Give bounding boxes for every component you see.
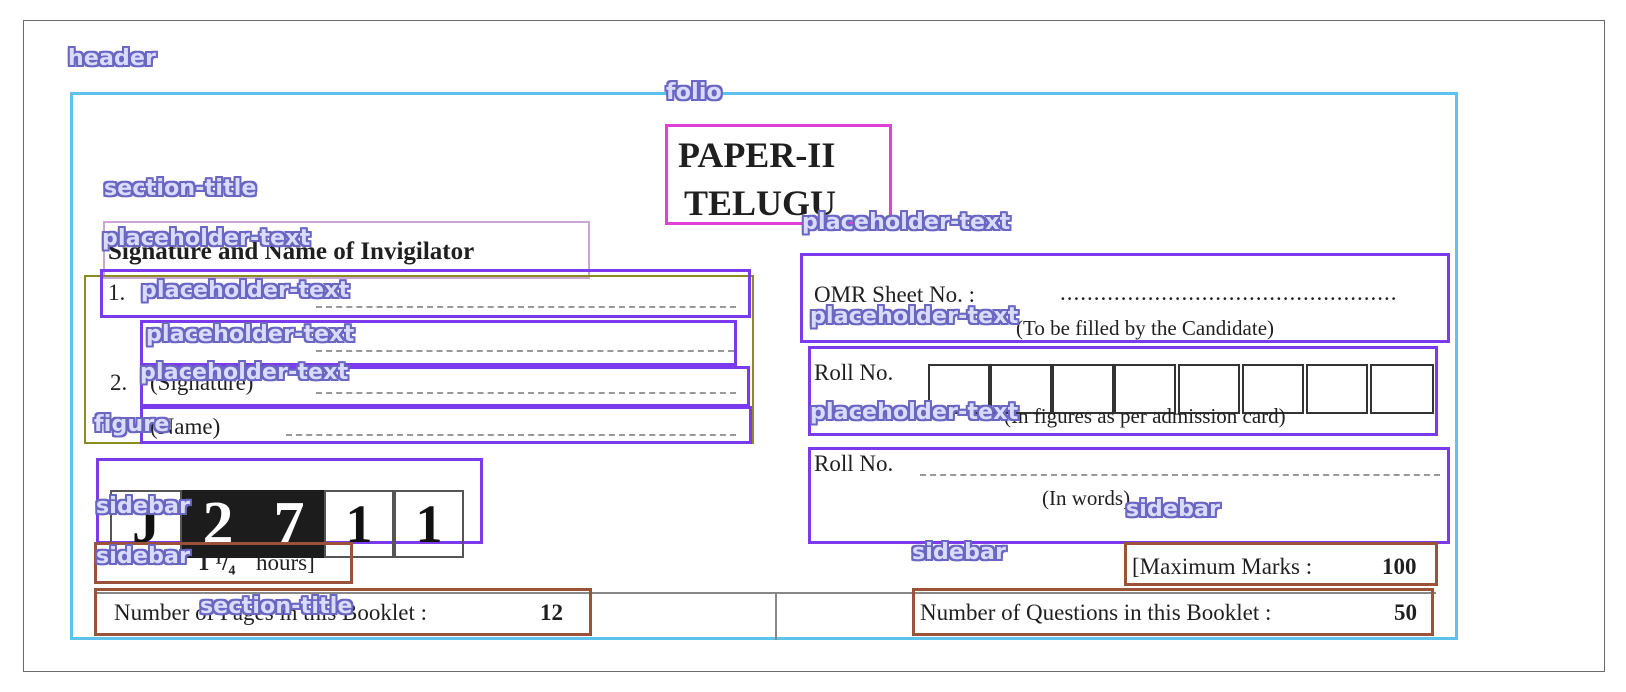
sidebar-label-words: sidebar [1126,497,1221,522]
omr-box [800,253,1450,343]
roll-label: Roll No. [814,360,894,385]
placeholder-box-2 [140,320,737,366]
line2-name: (Name) [150,414,221,439]
roll-words-label: Roll No. [814,451,894,476]
signature-line-1 [316,306,736,308]
roll-note: (In figures as per admission card) [1004,404,1286,428]
folio-box [665,124,892,225]
omr-dots: ........................................… [1060,280,1398,305]
sidebar-label-time: sidebar [96,544,191,569]
booklet-info-divider [96,592,1436,594]
invigilator-heading: Signature and Name of Invigilator [108,238,475,265]
roll-words-note: (In words) [1042,486,1131,510]
roll-digit-cell-7[interactable] [1306,364,1368,414]
section-title-label-pages: section-title [200,594,353,619]
section-title-label: section-title [104,176,257,201]
figure-label: figure [94,412,170,437]
placeholder-text-label-1: placeholder-text [141,278,350,303]
roll-digit-cell-4[interactable] [1114,364,1176,414]
time-unit: hours] [256,550,315,575]
roll-digit-cell-3[interactable] [1052,364,1114,414]
roll-digit-cell-1[interactable] [928,364,990,414]
code-cell-4: 1 [324,490,394,558]
roll-words-line [920,474,1440,476]
paper-title: PAPER-II [678,135,836,175]
code-cell-3: 7 [254,490,324,558]
placeholder-text-label-3: placeholder-text [140,360,349,385]
sidebar-label-marks: sidebar [912,540,1007,565]
code-cell-5: 1 [394,490,464,558]
roll-digit-cell-2[interactable] [990,364,1052,414]
line2-label: (Signature) [150,370,254,395]
roll-digit-cell-8[interactable] [1370,364,1434,414]
pages-label: Number of Pages in this Booklet : [114,600,428,625]
signature-line-2 [316,392,736,394]
max-marks-value: 100 [1382,554,1417,579]
questions-box [912,588,1434,636]
max-marks-label: [Maximum Marks : [1132,554,1313,579]
pages-box [94,588,592,636]
section-title-box [103,221,590,279]
booklet-info-mid-line [775,594,777,640]
sidebar-label-code: sidebar [96,494,191,519]
name-line-1 [316,350,734,352]
line2-number: 2. [110,370,128,395]
code-cell-2: 2 [182,490,254,558]
roll-digit-cell-5[interactable] [1178,364,1240,414]
header-region [70,92,1458,640]
placeholder-box-4 [140,406,752,444]
placeholder-box-1 [100,269,751,318]
roll-box [808,346,1438,436]
header-label: header [68,46,157,71]
roll-digit-cell-6[interactable] [1242,364,1304,414]
placeholder-text-label-omr: placeholder-text [802,210,1011,235]
questions-label: Number of Questions in this Booklet : [920,600,1272,625]
placeholder-text-label-roll: placeholder-text [810,400,1019,425]
omr-label: OMR Sheet No. : [814,282,975,307]
placeholder-text-label: placeholder-text [102,226,311,251]
line1-number: 1. [108,280,126,305]
time-value: 1 ¹/₄ [198,550,236,575]
pages-value: 12 [540,600,563,625]
placeholder-text-label-omr-note: placeholder-text [810,304,1019,329]
placeholder-box-3 [140,366,750,407]
questions-value: 50 [1394,600,1417,625]
omr-note: (To be filled by the Candidate) [1016,316,1275,340]
folio-label: folio [666,80,722,105]
placeholder-text-label-2: placeholder-text [146,322,355,347]
name-line-2 [286,434,736,436]
subject-title: TELUGU [684,183,837,223]
max-marks-box [1124,542,1438,586]
time-box [94,542,353,584]
